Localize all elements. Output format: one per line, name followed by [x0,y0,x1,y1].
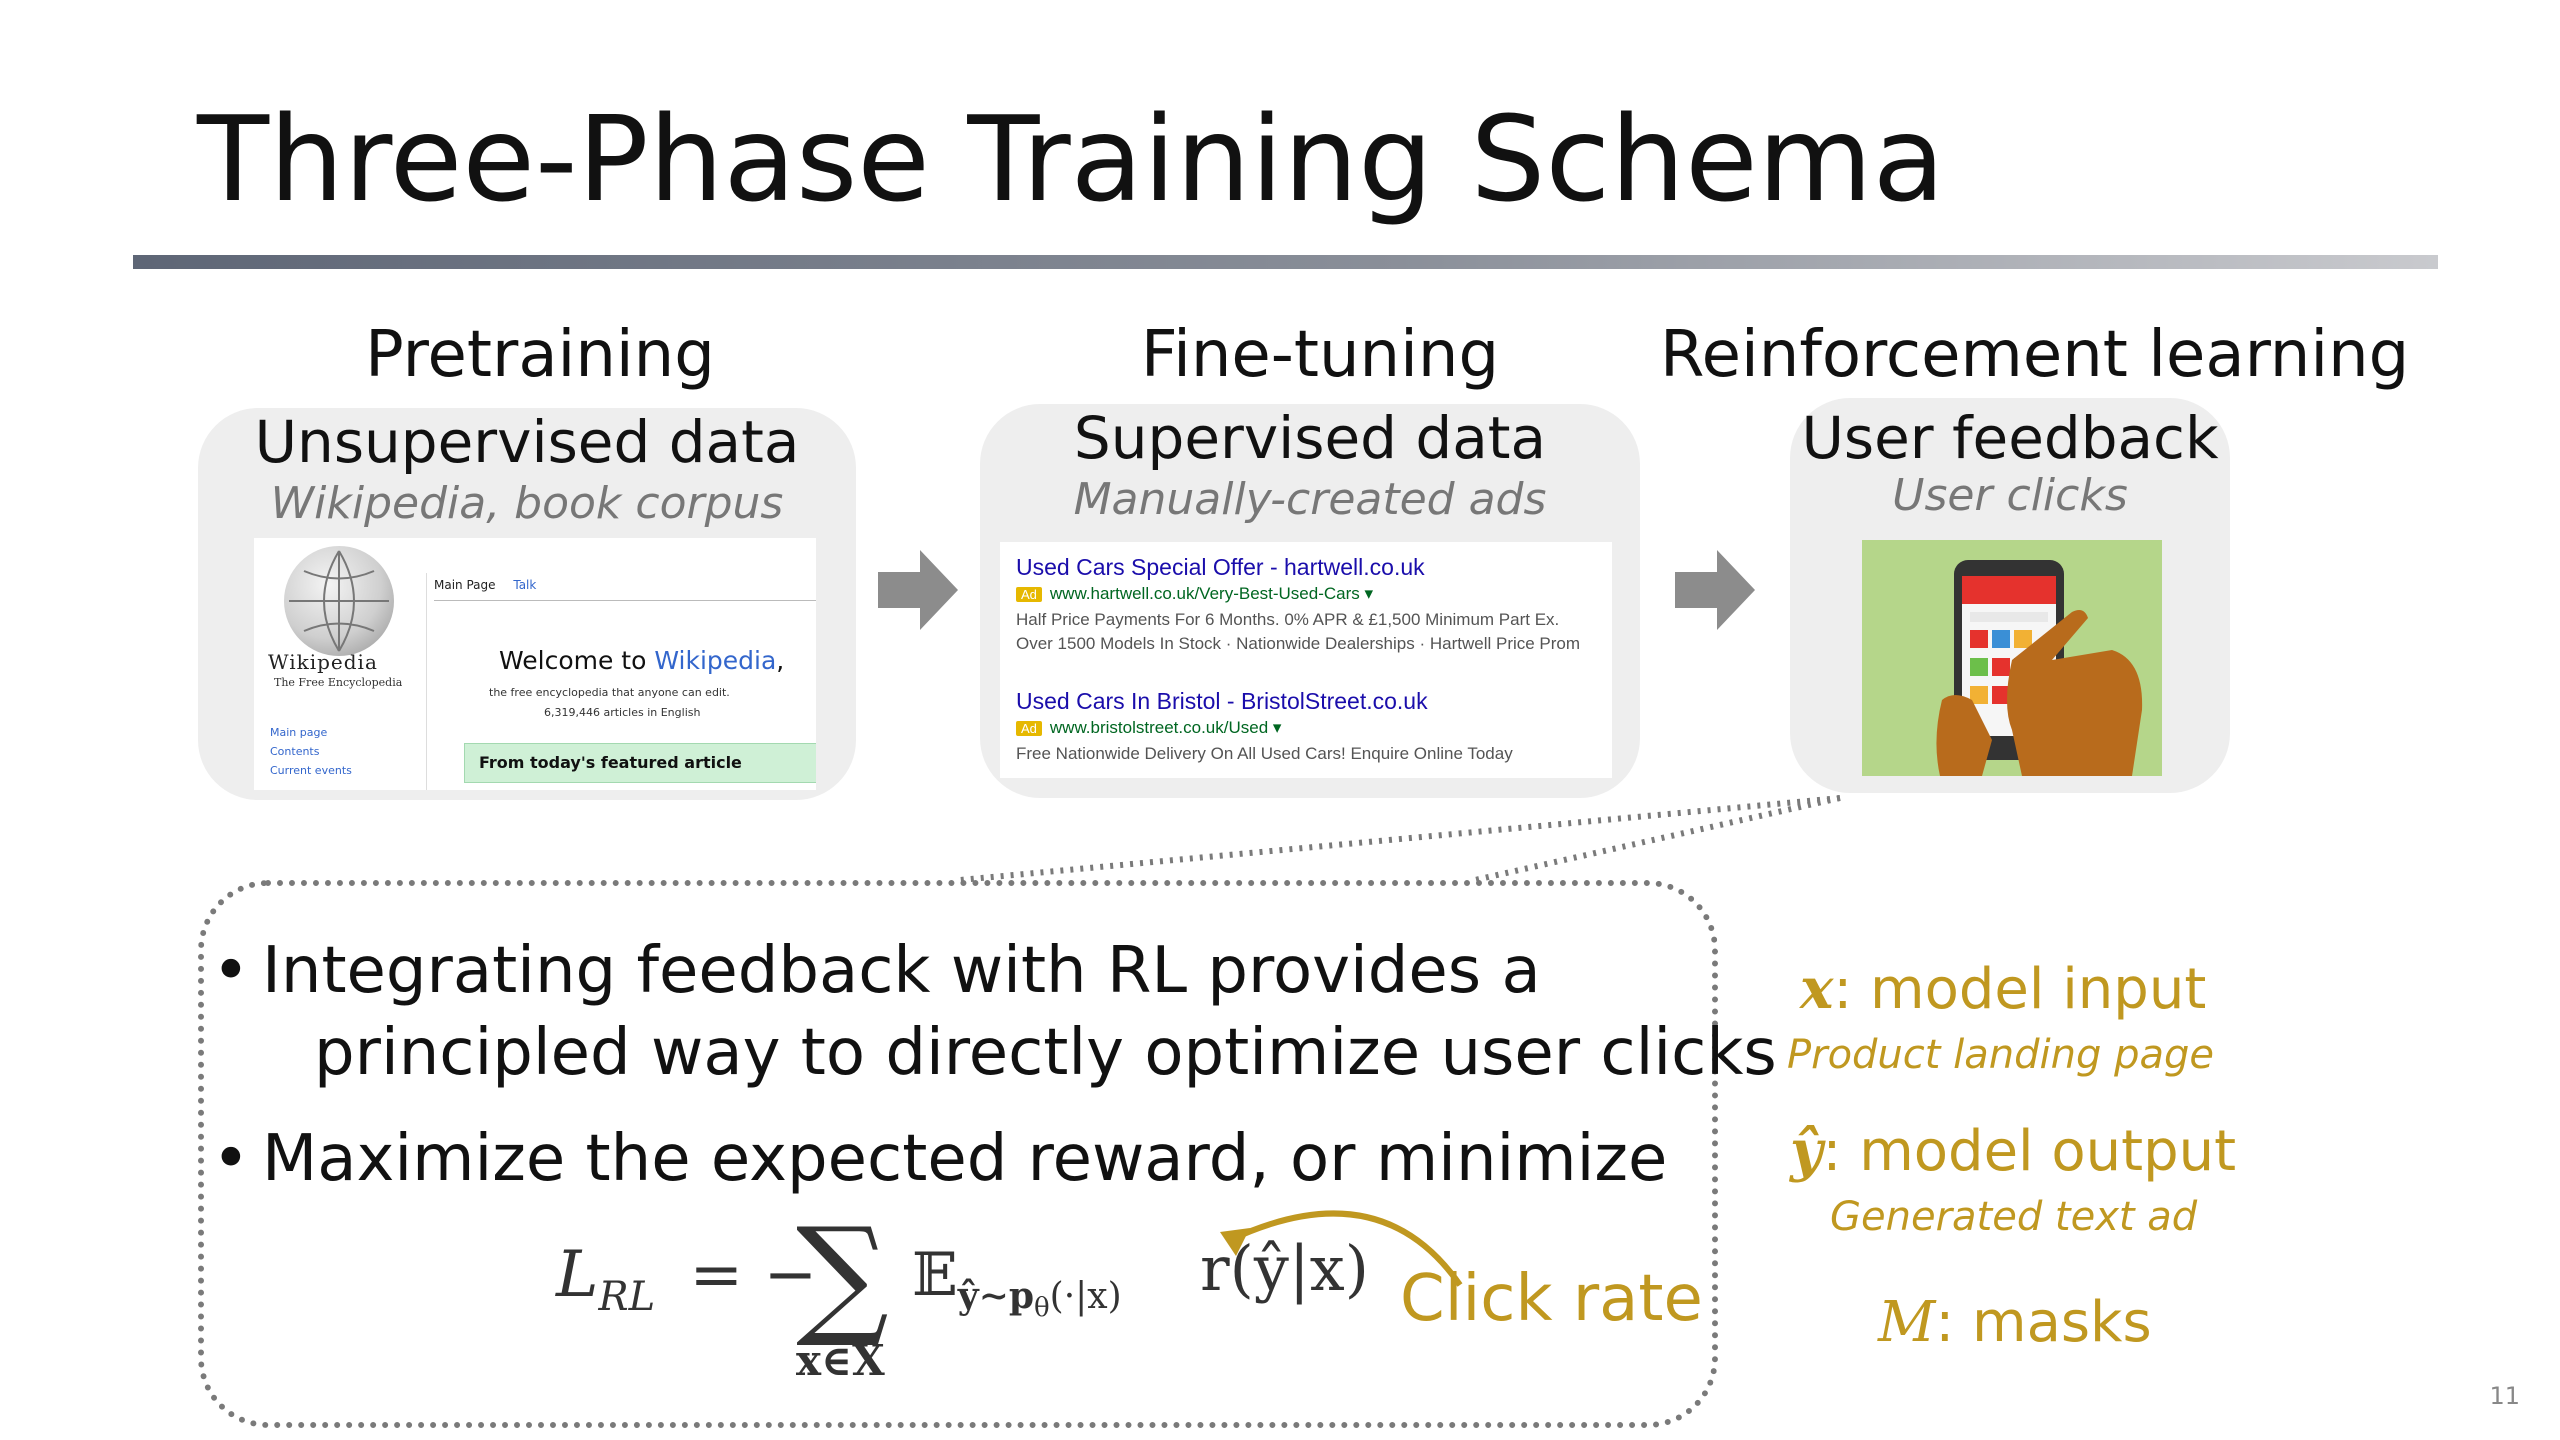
legend-symbol: M [1878,1290,1936,1355]
legend-sub: Generated text ad [1830,1194,2198,1240]
wiki-side-link[interactable]: Contents [270,745,320,758]
panel-title: User feedback [1801,404,2219,472]
ad-title[interactable]: Used Cars In Bristol - BristolStreet.co.… [1016,688,1428,714]
title-divider [133,255,2438,269]
panel-title: Unsupervised data [254,408,800,476]
page-number: 11 [2489,1382,2520,1410]
wiki-side-link[interactable]: Main page [270,726,328,739]
wikipedia-tagline: The Free Encyclopedia [274,676,403,689]
legend-item-x: x: model input [1800,956,2206,1022]
wiki-side-link[interactable]: Current events [270,764,352,777]
wiki-featured-bar: From today's featured article [464,743,816,783]
wiki-tab-talk[interactable]: Talk [513,578,537,592]
wiki-tab-rule [434,600,816,601]
wiki-tab-main[interactable]: Main Page [434,578,496,592]
ad-title[interactable]: Used Cars Special Offer - hartwell.co.uk [1016,554,1425,580]
panel-subtitle: Wikipedia, book corpus [270,478,784,529]
right-arrow-icon [878,550,958,630]
legend-label: : masks [1935,1290,2152,1355]
wiki-tagline-line: the free encyclopedia that anyone can ed… [489,686,730,699]
sum-subscript: x∈X [796,1336,885,1385]
panel-title: Supervised data [1073,404,1547,472]
phase-heading-pretraining: Pretraining [365,318,715,392]
ads-screenshot: Used Cars Special Offer - hartwell.co.uk… [1000,542,1612,778]
panel-supervised-data: Supervised data Manually-created ads Use… [980,404,1640,798]
click-rate-annotation: Click rate [1400,1262,1703,1336]
ad-description: Over 1500 Models In Stock · Nationwide D… [1016,634,1581,653]
ad-description: Free Nationwide Delivery On All Used Car… [1016,744,1513,763]
panel-unsupervised-data: Unsupervised data Wikipedia, book corpus… [198,408,856,800]
phase-heading-rl: Reinforcement learning [1660,318,2410,392]
legend-label: : model input [1833,957,2207,1022]
legend-item-yhat: ŷ: model output [1790,1118,2236,1184]
right-arrow-icon [1675,550,1755,630]
wiki-tabs: Main Page Talk [434,578,550,592]
bullet-dot-icon: • [212,934,250,1008]
wikipedia-wordmark: Wikipedia [268,650,378,674]
rl-loss-formula: LRL = − [556,1238,818,1320]
phase-heading-finetuning: Fine-tuning [1140,318,1500,392]
rl-callout-box [198,880,1718,1428]
ad-description: Half Price Payments For 6 Months. 0% APR… [1016,610,1560,629]
page-title: Three-Phase Training Schema [197,90,1945,228]
sum-symbol: ∑ [796,1199,889,1351]
ad-badge: Ad [1016,721,1042,736]
bullet-item: • Integrating feedback with RL provides … [212,930,1541,1012]
bullet-dot-icon: • [212,1122,250,1196]
panel-subtitle: User clicks [1892,470,2128,521]
legend-item-m: M: masks [1878,1290,2152,1355]
panel-user-feedback: User feedback User clicks [1790,398,2230,793]
wiki-article-count: 6,319,446 articles in English [544,706,701,719]
wiki-welcome: Welcome to Wikipedia, [499,646,785,675]
expectation-term: 𝔼ŷ∼pθ(·|x) [912,1240,1122,1324]
legend-symbol: x [1800,956,1834,1022]
legend-label: : model output [1822,1119,2237,1184]
legend-sub: Product landing page [1787,1032,2215,1078]
legend-symbol: ŷ [1790,1118,1823,1184]
wiki-column-divider [426,573,427,790]
ad-badge: Ad [1016,587,1042,602]
wikipedia-screenshot: Wikipedia The Free Encyclopedia Main pag… [254,538,816,790]
bullet-item: • Maximize the expected reward, or minim… [212,1118,1667,1200]
curved-arrow-icon [1220,1210,1463,1287]
globe-lines [289,550,389,652]
phone-tap-icon [1862,540,2162,776]
panel-subtitle: Manually-created ads [1073,474,1547,525]
bullet-item-continued: principled way to directly optimize user… [314,1016,1777,1090]
